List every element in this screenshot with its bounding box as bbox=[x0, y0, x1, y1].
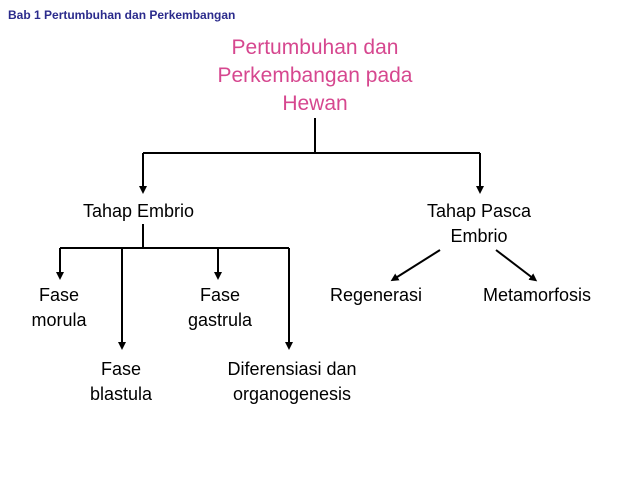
morula-line-2: morula bbox=[31, 310, 87, 330]
node-fase-morula: Fase morula bbox=[14, 283, 104, 333]
node-tahap-embrio: Tahap Embrio bbox=[83, 201, 195, 221]
title-line-2: Perkembangan pada bbox=[217, 64, 413, 87]
arrow-to-metamorfosis bbox=[495, 249, 538, 282]
node-regenerasi: Regenerasi bbox=[330, 285, 423, 305]
arrow-to-regenerasi bbox=[390, 249, 441, 282]
pasca-line-1: Tahap Pasca bbox=[426, 201, 532, 221]
gastrula-line-1: Fase bbox=[199, 285, 241, 305]
node-metamorfosis: Metamorfosis bbox=[483, 285, 592, 305]
node-fase-gastrula: Fase gastrula bbox=[173, 283, 267, 333]
diferensiasi-line-1: Diferensiasi dan bbox=[227, 359, 357, 379]
node-diferensiasi-organogenesis: Diferensiasi dan organogenesis bbox=[207, 357, 377, 407]
pasca-line-2: Embrio bbox=[450, 226, 508, 246]
diagram-title: Pertumbuhan dan Perkembangan pada Hewan bbox=[170, 34, 460, 118]
blastula-line-1: Fase bbox=[100, 359, 142, 379]
node-tahap-pasca-embrio: Tahap Pasca Embrio bbox=[414, 199, 544, 249]
title-line-3: Hewan bbox=[282, 92, 348, 115]
diferensiasi-line-2: organogenesis bbox=[232, 384, 352, 404]
title-line-1: Pertumbuhan dan bbox=[231, 36, 399, 59]
blastula-line-2: blastula bbox=[89, 384, 153, 404]
gastrula-line-2: gastrula bbox=[187, 310, 253, 330]
morula-line-1: Fase bbox=[38, 285, 80, 305]
chapter-header: Bab 1 Pertumbuhan dan Perkembangan bbox=[8, 8, 236, 22]
node-fase-blastula: Fase blastula bbox=[76, 357, 166, 407]
